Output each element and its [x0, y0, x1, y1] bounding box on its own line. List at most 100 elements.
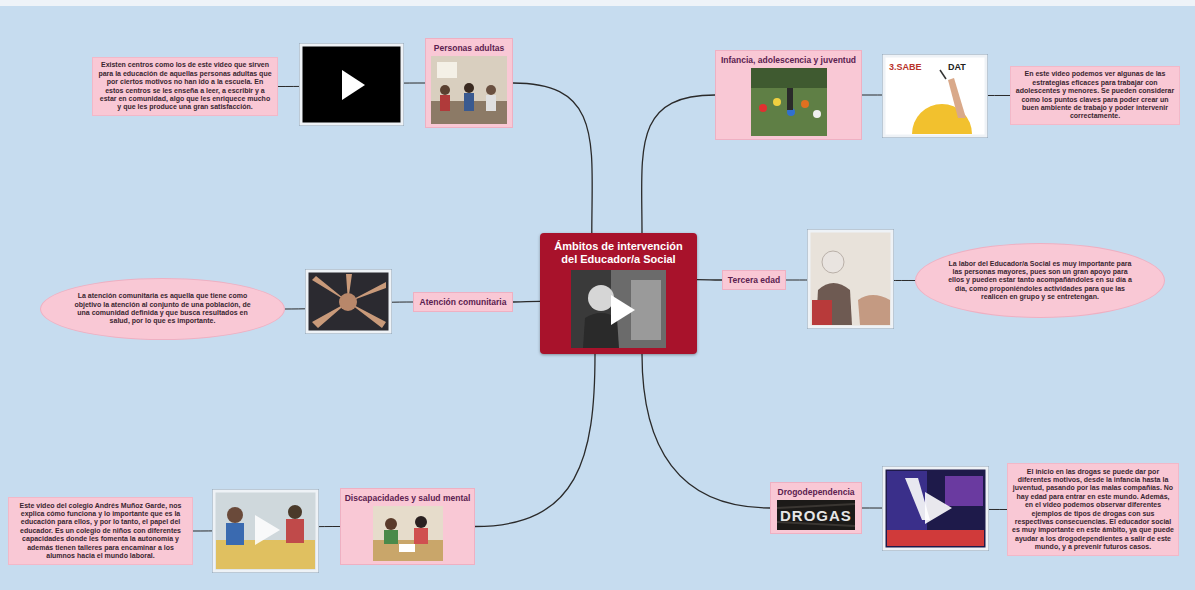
branch-box: Personas adultas	[425, 38, 513, 128]
description-box: Este video del colegio Andrés Muñoz Gard…	[8, 497, 193, 565]
person	[486, 85, 496, 95]
image-text: 3.SABE	[889, 62, 922, 72]
branch-connector	[513, 83, 592, 233]
thumb-frame	[307, 271, 390, 332]
branch-connector	[513, 301, 540, 303]
video-thumbnail	[212, 489, 319, 573]
description-text: El inicio en las drogas se puede dar por…	[1012, 468, 1174, 552]
paper	[399, 544, 415, 552]
hand	[948, 78, 966, 118]
branch-title: Infancia, adolescencia y juventud	[719, 55, 858, 66]
thumb-shadow	[882, 466, 989, 551]
wall	[373, 506, 443, 561]
description-box: En este video podemos ver algunas de las…	[1010, 66, 1180, 125]
description-ellipse: La atención comunitaria es aquella que t…	[40, 278, 285, 340]
photo-thumbnail	[807, 229, 894, 329]
description-text: La labor del Educador/a Social es muy im…	[945, 260, 1135, 302]
photo-thumbnail	[305, 269, 392, 334]
adult	[787, 88, 793, 110]
thumb-frame	[301, 45, 402, 124]
grass	[751, 68, 827, 136]
figure	[631, 280, 661, 340]
window	[437, 62, 457, 78]
thumb-frame	[884, 468, 987, 549]
banner	[887, 530, 984, 546]
person	[227, 507, 243, 523]
table	[373, 540, 443, 561]
person	[486, 95, 496, 111]
branch-connector	[475, 354, 595, 527]
top-strip	[0, 0, 1195, 6]
description-text: En este video podemos ver algunas de las…	[1015, 70, 1175, 120]
video-photo	[571, 270, 666, 348]
person	[414, 528, 428, 544]
person	[464, 83, 474, 93]
cushion	[812, 300, 832, 325]
wall	[431, 56, 507, 124]
thumb-frame	[809, 231, 892, 327]
texture	[777, 504, 855, 526]
video-thumbnail	[299, 43, 404, 126]
panel	[945, 476, 983, 506]
person	[440, 95, 450, 111]
branch-box: Atención comunitaria	[413, 292, 513, 312]
branch-box: Infancia, adolescencia y juventud	[715, 50, 862, 140]
branch-title: Tercera edad	[727, 275, 781, 286]
dark-ground	[777, 500, 855, 530]
person	[288, 505, 302, 519]
topic-title: Ámbitos de intervención del Educador/a S…	[545, 240, 692, 266]
description-text: La atención comunitaria es aquella que t…	[70, 292, 256, 326]
branch-box: Tercera edad	[722, 270, 786, 290]
thumb-shadow	[807, 229, 894, 329]
branch-title: Atención comunitaria	[418, 297, 508, 308]
branch-connector	[697, 279, 722, 281]
branch-title: Personas adultas	[429, 43, 509, 54]
play-icon	[342, 70, 365, 100]
description-ellipse: La labor del Educador/a Social es muy im…	[915, 243, 1165, 318]
person	[415, 516, 427, 528]
head	[822, 251, 844, 273]
central-topic: Ámbitos de intervención del Educador/a S…	[540, 233, 697, 354]
play-icon	[255, 515, 280, 545]
photo	[431, 56, 507, 124]
branch-connector	[642, 354, 770, 508]
person	[440, 85, 450, 95]
thumb-shadow	[299, 43, 404, 126]
child	[773, 98, 781, 106]
pen	[940, 70, 946, 79]
child	[759, 104, 767, 112]
thumb-shadow	[305, 269, 392, 334]
trees	[751, 68, 827, 88]
branch-title: Drogodependencia	[774, 487, 858, 498]
thumb-shadow	[882, 54, 988, 138]
person	[286, 519, 304, 543]
person	[384, 530, 398, 544]
description-text: Existen centros como los de este video q…	[97, 61, 273, 111]
branch-title: Discapacidades y salud mental	[344, 493, 471, 504]
branch-connector	[642, 95, 715, 233]
video-thumbnail	[882, 466, 989, 551]
description-text: Este video del colegio Andrés Muñoz Gard…	[13, 502, 188, 561]
play-icon	[611, 295, 635, 325]
hands-center	[339, 293, 357, 311]
description-box: Existen centros como los de este video q…	[92, 57, 278, 116]
face	[588, 285, 614, 311]
person	[385, 518, 397, 530]
description-box: El inicio en las drogas se puede dar por…	[1007, 463, 1179, 556]
play-icon	[925, 492, 952, 524]
thumb-shadow	[212, 489, 319, 573]
hands	[312, 274, 386, 328]
branch-box: Discapacidades y salud mental	[340, 488, 475, 565]
thumb-frame	[884, 56, 986, 136]
child	[801, 100, 809, 108]
photo-ground	[571, 270, 666, 348]
photo	[751, 68, 827, 136]
image-text: DROGAS	[780, 507, 852, 524]
video-thumbnail	[882, 54, 988, 138]
photo	[373, 506, 443, 561]
image-text: DAT	[948, 62, 966, 72]
child	[813, 110, 821, 118]
person	[464, 93, 474, 111]
